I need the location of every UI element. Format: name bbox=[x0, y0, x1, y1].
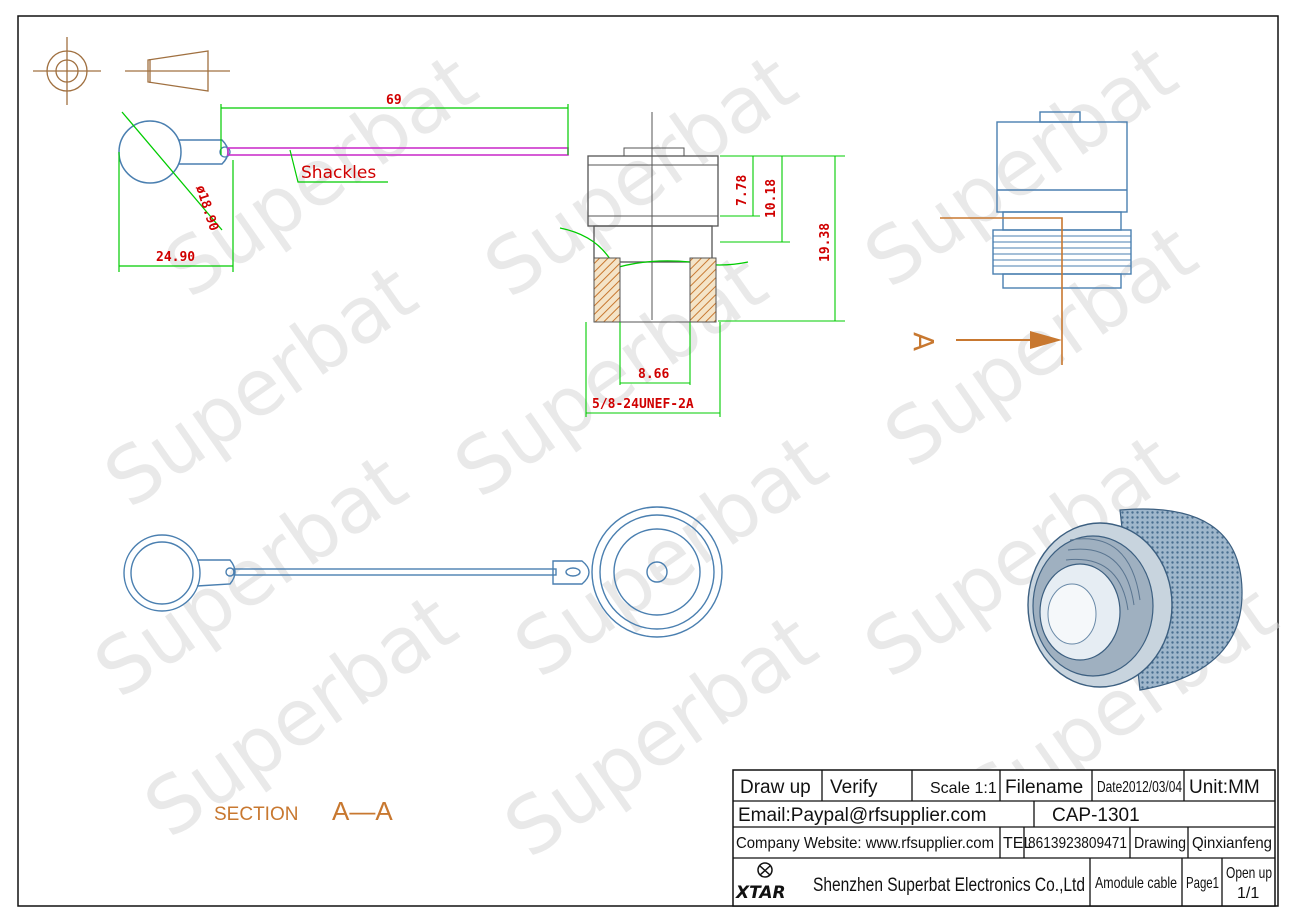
tb-open-up: Open up bbox=[1226, 865, 1272, 882]
xtar-logo-icon bbox=[757, 862, 773, 878]
dim-thread: 5/8-24UNEF-2A bbox=[592, 397, 694, 412]
tb-logo-text: XTAR bbox=[735, 883, 786, 903]
section-id: A—A bbox=[332, 796, 393, 826]
section-title: SECTION bbox=[214, 804, 298, 825]
tb-tel-label: TEL bbox=[1003, 835, 1032, 852]
dim-h3: 19.38 bbox=[818, 223, 833, 262]
dim-ring-width: 24.90 bbox=[156, 250, 195, 265]
tb-date: Date2012/03/04 bbox=[1097, 779, 1182, 796]
dim-h2: 10.18 bbox=[764, 179, 779, 218]
tb-verify: Verify bbox=[830, 777, 878, 798]
tb-website: Company Website: www.rfsupplier.com bbox=[736, 835, 994, 852]
section-label: SECTION A—A bbox=[214, 796, 393, 826]
tb-part-no: CAP-1301 bbox=[1052, 805, 1140, 826]
tb-unit: Unit:MM bbox=[1189, 777, 1260, 798]
sheet-border bbox=[17, 15, 1279, 907]
dim-h1: 7.78 bbox=[735, 175, 750, 206]
tb-drawer: Qinxianfeng bbox=[1192, 835, 1272, 852]
thread-hatch-left bbox=[593, 257, 621, 323]
title-block: Draw up Verify Scale 1:1 Filename Date20… bbox=[732, 769, 1276, 907]
projection-symbol-icon bbox=[33, 37, 230, 105]
watermark: Superbat bbox=[469, 37, 813, 315]
section-arrow: A bbox=[907, 217, 1063, 365]
tb-open-up-count: 1/1 bbox=[1237, 885, 1259, 902]
tb-email: Email:Paypal@rfsupplier.com bbox=[738, 805, 986, 826]
dim-shackle-length: 69 bbox=[386, 93, 402, 108]
tb-drawing: Drawing bbox=[1134, 835, 1186, 852]
tb-tel: 8613923809471 bbox=[1028, 835, 1127, 852]
dim-inner-diameter: 8.66 bbox=[638, 367, 669, 382]
cap-section-view: 7.78 10.18 19.38 8.66 5/8-24UNEF-2A bbox=[559, 112, 845, 417]
tb-company: Shenzhen Superbat Electronics Co.,Ltd bbox=[813, 875, 1085, 896]
tb-scale: Scale 1:1 bbox=[930, 780, 997, 797]
tb-draw-up: Draw up bbox=[740, 777, 811, 798]
thread-hatch-right bbox=[689, 257, 717, 323]
tb-page: Page1 bbox=[1186, 875, 1219, 892]
section-arrow-label: A bbox=[907, 332, 940, 351]
cap-top-view bbox=[123, 506, 723, 638]
cap-3d-render bbox=[1027, 508, 1243, 691]
tb-product: Amodule cable bbox=[1095, 875, 1177, 892]
tb-filename: Filename bbox=[1005, 777, 1083, 798]
shackles-label: Shackles bbox=[301, 163, 376, 183]
